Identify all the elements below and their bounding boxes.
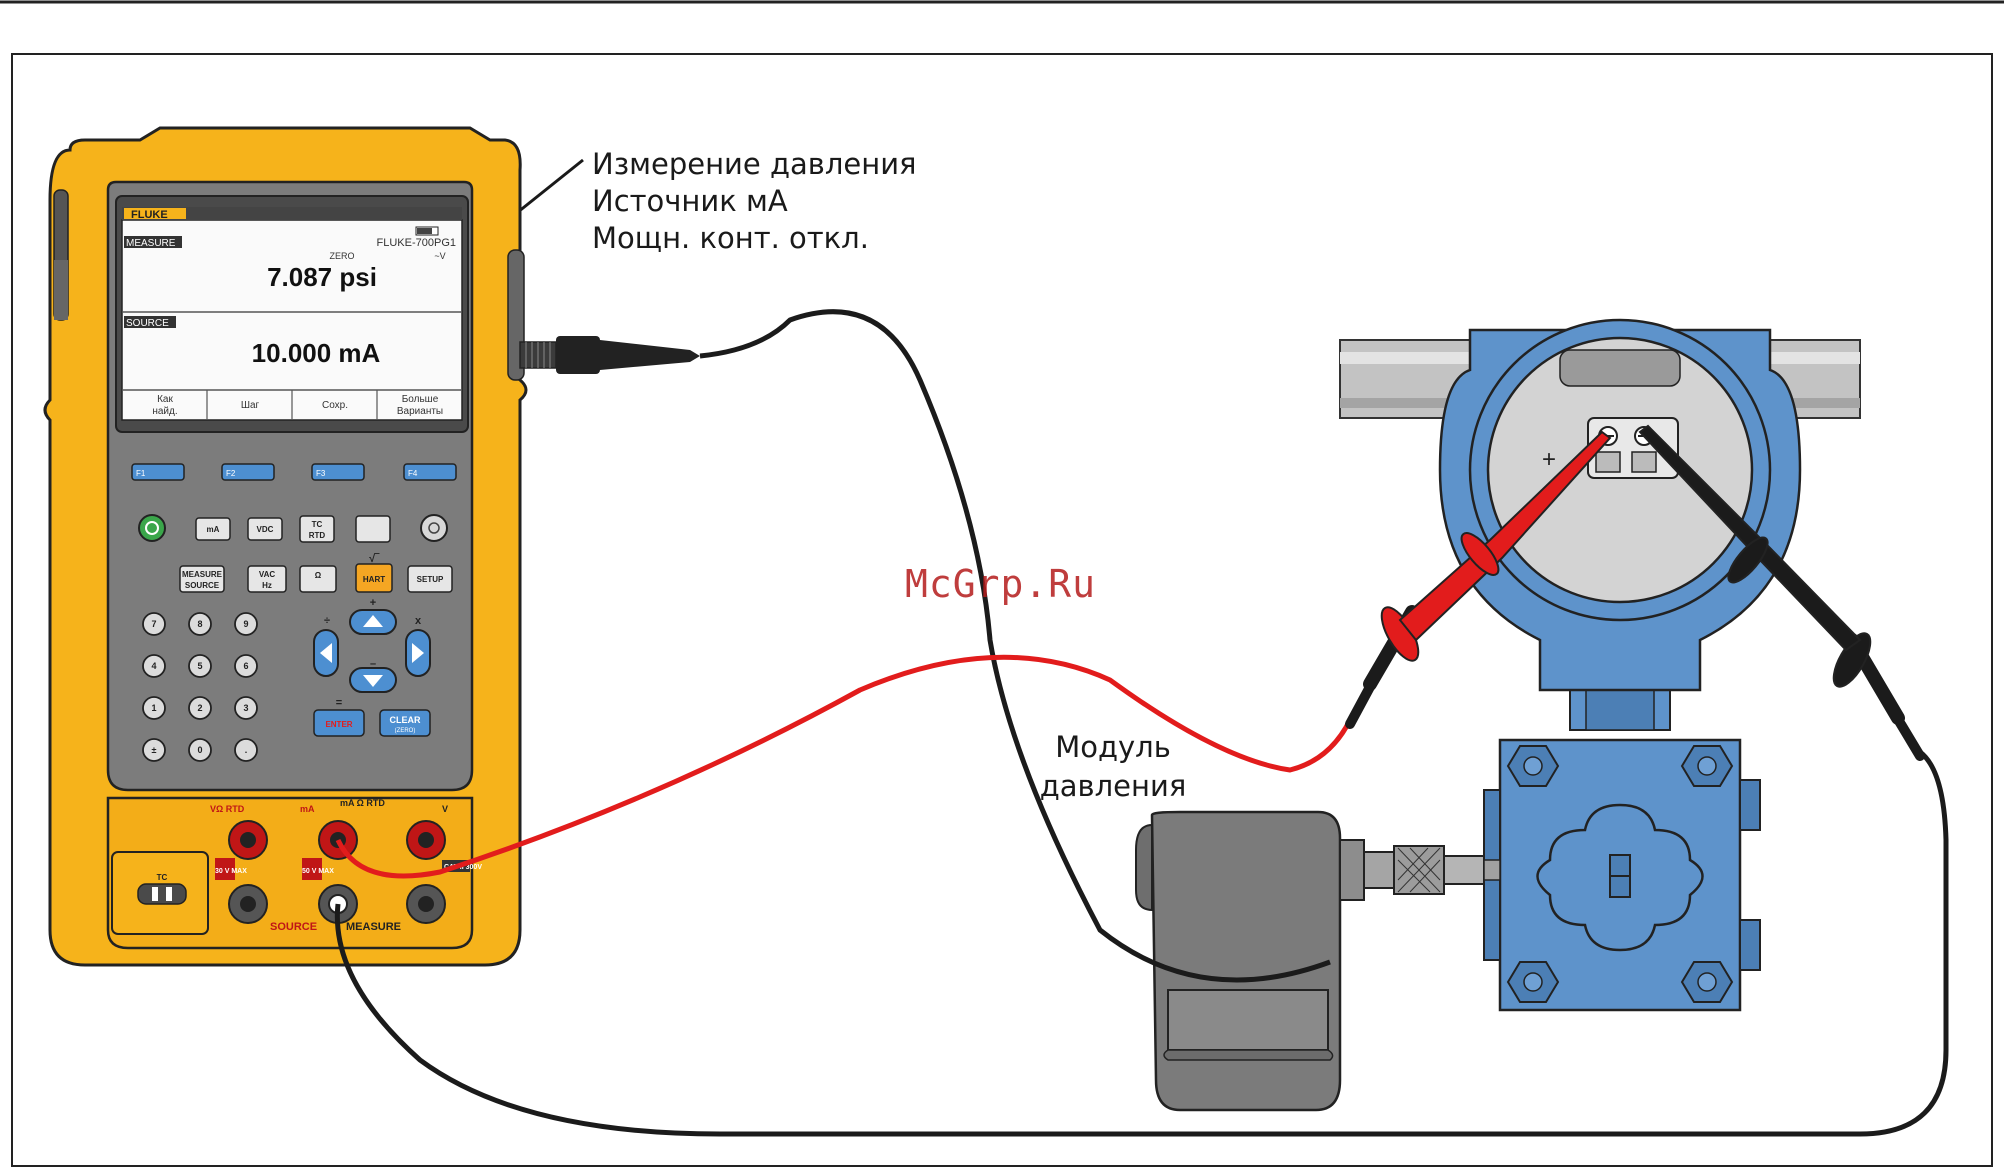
key-decimal[interactable]: . [245,745,248,755]
max50-label: 50 V MAX [302,868,334,875]
key-0[interactable]: 0 [197,745,202,755]
red-test-lead [335,654,1353,879]
power-button[interactable] [138,514,166,542]
key-4[interactable]: 4 [151,661,156,671]
source-tag: SOURCE [126,318,169,329]
softkey-2-label[interactable]: Шаг [241,400,260,411]
callout-text: Измерение давления Источник мА Мощн. кон… [592,146,917,257]
measure-tag: MEASURE [126,238,176,249]
max30-label: 30 V MAX [215,868,247,875]
black-probe [1638,424,1925,761]
v-ohm-rtd-label: VΩ RTD [210,804,245,814]
hz-key[interactable]: Hz [262,581,272,590]
key-9[interactable]: 9 [243,619,248,629]
tc-key[interactable]: TC [312,520,323,529]
hart-key[interactable]: HART [363,575,385,584]
plus-symbol: + [370,597,376,609]
module-cable [699,309,1331,983]
zero-flag: ZERO [329,251,354,261]
softkey-3-label[interactable]: Сохр. [322,400,348,411]
sqrt-symbol: √‾ [369,553,380,565]
vac-key[interactable]: VAC [259,570,276,579]
callout-line-3: Мощн. конт. откл. [592,221,869,255]
minus-symbol: – [370,658,376,670]
module-label-line-2: давления [1039,769,1187,803]
softkey-4-line2[interactable]: Варианты [397,406,443,417]
vdc-key[interactable]: VDC [257,525,274,534]
fluke-calibrator [43,126,700,967]
rtd-key[interactable]: RTD [309,531,326,540]
module-model: FLUKE-700PG1 [377,237,456,249]
v-flag: ~V [434,251,445,261]
source-jack-label: SOURCE [270,921,317,933]
brand-logo: FLUKE [131,209,168,221]
watermark: McGrp.Ru [905,562,1097,606]
ma-ohm-rtd-label: mA Ω RTD [340,798,385,808]
backlight-icon[interactable] [420,514,448,542]
times-symbol: x [415,615,422,627]
softkey-1-line2[interactable]: найд. [152,406,177,417]
f4-key[interactable]: F4 [408,469,418,478]
key-7[interactable]: 7 [151,619,156,629]
key-5[interactable]: 5 [197,661,202,671]
setup-key[interactable]: SETUP [417,575,444,584]
v-right-label: V [442,804,448,814]
key-plusminus[interactable]: ± [152,745,157,755]
f1-key[interactable]: F1 [136,469,146,478]
measure-jack-label: MEASURE [346,921,401,933]
key-6[interactable]: 6 [243,661,248,671]
measure-key[interactable]: MEASURE [182,570,223,579]
key-2[interactable]: 2 [197,703,202,713]
key-1[interactable]: 1 [151,703,156,713]
source-reading: 10.000 mA [252,338,381,368]
ohm-key[interactable]: Ω [315,571,322,580]
tc-port-label: TC [157,873,168,882]
red-probe [1345,430,1612,729]
softkey-1-line1[interactable]: Как [157,394,173,405]
zero-key-label: (ZERO) [395,728,416,734]
key-3[interactable]: 3 [243,703,248,713]
softkey-4-line1[interactable]: Больше [402,394,439,405]
f3-key[interactable]: F3 [316,469,326,478]
ma-key[interactable]: mA [207,525,220,534]
clear-key[interactable]: CLEAR [390,715,421,725]
equals-symbol: = [336,697,342,709]
key-8[interactable]: 8 [197,619,202,629]
pressure-transmitter [1438,318,1802,1012]
divide-symbol: ÷ [324,615,330,627]
module-label: Модуль давления [1018,728,1208,806]
diagram-frame [11,53,1993,1167]
pressure-reading: 7.087 psi [267,262,377,292]
cat-label: CAT II 300V [444,864,482,871]
enter-key[interactable]: ENTER [325,720,352,729]
module-label-line-1: Модуль [1055,730,1171,764]
source-key[interactable]: SOURCE [185,581,220,590]
ma-label: mA [300,804,315,814]
f2-key[interactable]: F2 [226,469,236,478]
transmitter-plus-sign: + [1542,446,1556,473]
callout-line-2: Источник мА [592,184,788,218]
black-test-lead [334,750,1949,1137]
callout-line-1: Измерение давления [592,147,917,181]
pressure-module [1135,810,1501,1112]
